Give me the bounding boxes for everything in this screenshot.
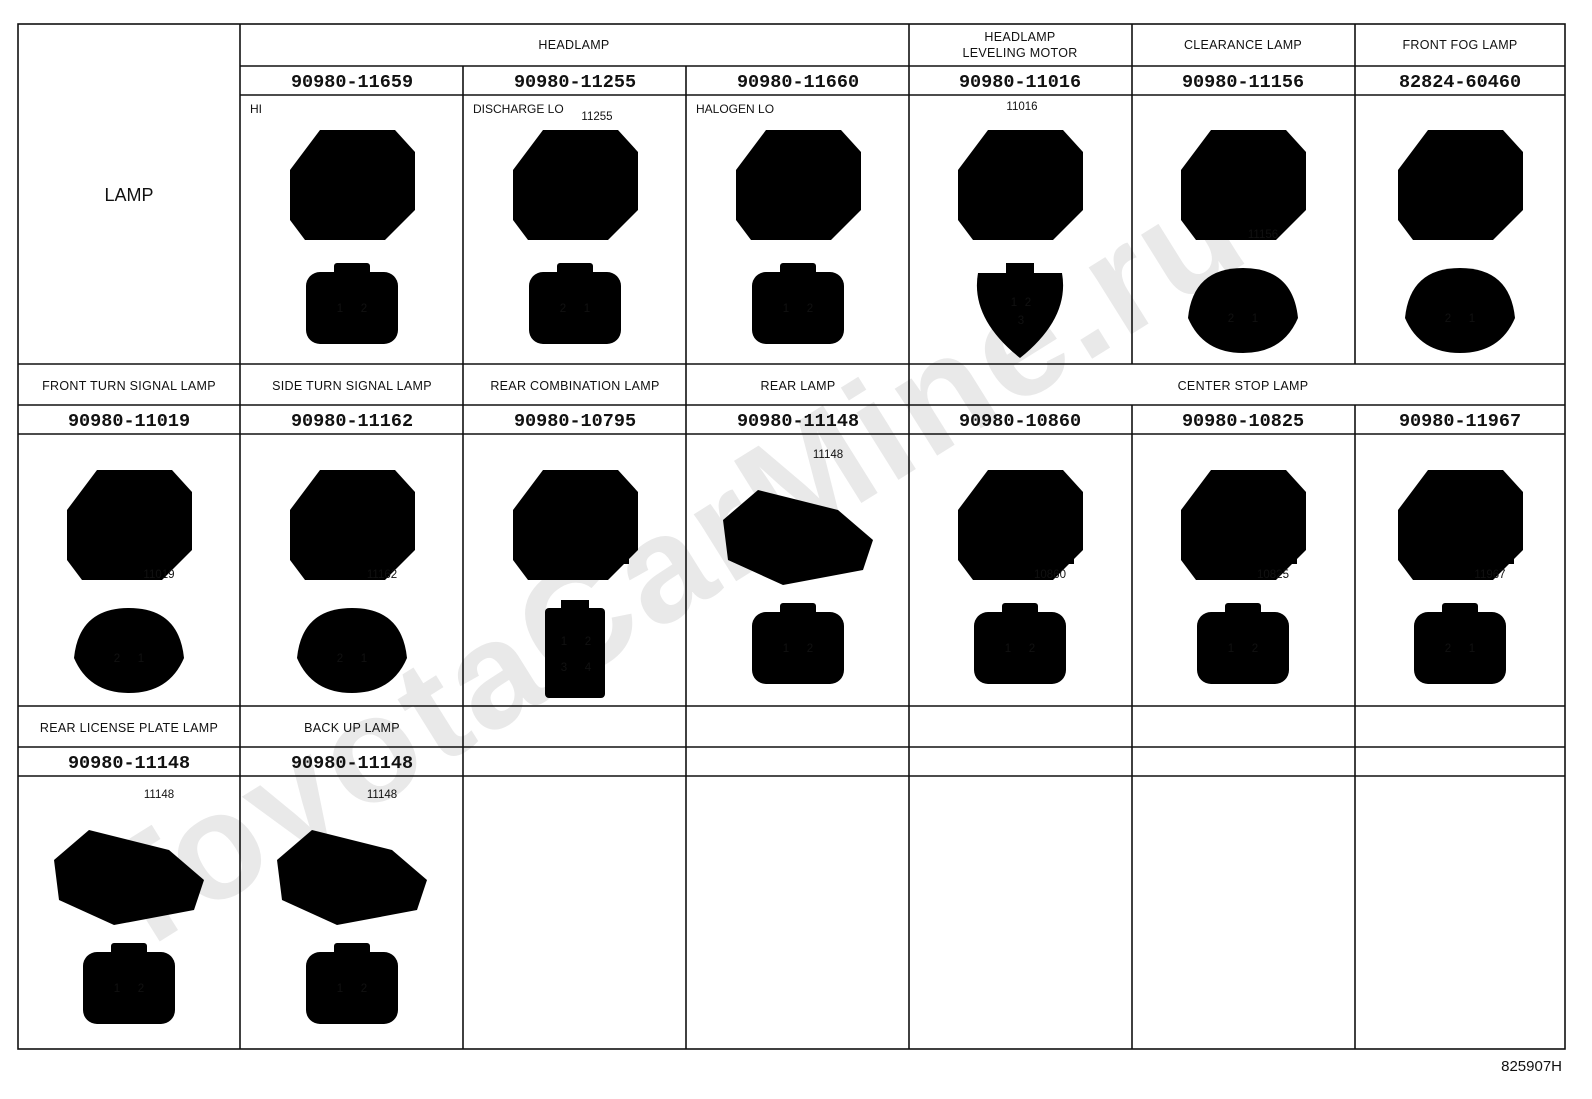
callout-label: 10860	[1034, 569, 1066, 581]
part-number: 90980-10825	[1182, 411, 1304, 432]
callout-label: 11255	[581, 111, 612, 123]
svg-text:1: 1	[1252, 313, 1258, 325]
part-number: 90980-11019	[68, 411, 190, 432]
part-number: 90980-11148	[68, 753, 190, 774]
callout-label: 11148	[367, 789, 397, 801]
connector-drawing: 11162 2 1	[290, 470, 415, 693]
part-number: 90980-11255	[514, 72, 636, 93]
svg-text:1: 1	[337, 303, 343, 315]
svg-text:1: 1	[1469, 313, 1475, 325]
svg-text:2: 2	[585, 636, 591, 648]
svg-text:2: 2	[337, 653, 343, 665]
svg-text:1: 1	[561, 636, 567, 648]
connector-drawing: 11019 2 1	[67, 470, 192, 693]
connector-drawing: 11255 2 1	[513, 111, 638, 360]
connector-drawing: 1 2 3 4	[513, 470, 638, 698]
svg-text:3: 3	[1018, 315, 1024, 327]
part-number: 90980-11659	[291, 72, 413, 93]
svg-text:4: 4	[585, 662, 592, 674]
connector-drawing: 10825 1 2	[1181, 470, 1306, 700]
lamp-name-rear-license-plate: REAR LICENSE PLATE LAMP	[40, 721, 218, 735]
part-number: 90980-11162	[291, 411, 413, 432]
connector-drawing: 11148 1 2	[54, 789, 204, 1040]
svg-text:2: 2	[1228, 313, 1234, 325]
lamp-name-rear-combination: REAR COMBINATION LAMP	[490, 379, 659, 393]
svg-text:2: 2	[560, 303, 566, 315]
svg-text:2: 2	[1445, 643, 1451, 655]
svg-text:2: 2	[807, 303, 813, 315]
svg-text:2: 2	[1029, 643, 1035, 655]
lamp-name-clearance: CLEARANCE LAMP	[1184, 38, 1302, 52]
callout-label: 11162	[367, 569, 397, 581]
callout-label: 11156	[1248, 229, 1278, 241]
connector-drawing: 11148 1 2	[277, 789, 427, 1040]
part-number: 90980-11148	[737, 411, 859, 432]
svg-text:1: 1	[1469, 643, 1475, 655]
lamp-name-front-turn-signal: FRONT TURN SIGNAL LAMP	[42, 379, 216, 393]
callout-label: 11148	[813, 449, 843, 461]
svg-text:1: 1	[1228, 643, 1234, 655]
part-number: 90980-10795	[514, 411, 636, 432]
callout-label: 11019	[143, 569, 174, 581]
svg-text:1: 1	[1011, 297, 1017, 309]
table-grid	[17, 23, 1566, 1050]
variant-tag: DISCHARGE LO	[473, 102, 564, 116]
part-number: 90980-11967	[1399, 411, 1521, 432]
svg-text:2: 2	[1025, 297, 1031, 309]
callout-label: 11016	[1006, 101, 1037, 113]
svg-text:2: 2	[361, 303, 367, 315]
svg-text:2: 2	[114, 653, 120, 665]
connector-drawing: 11156 2 1	[1181, 130, 1306, 353]
lamp-name-headlamp: HEADLAMP	[538, 38, 609, 52]
lamp-name-back-up: BACK UP LAMP	[304, 721, 400, 735]
connector-drawing: 11967 2 1	[1398, 470, 1523, 700]
svg-text:1: 1	[138, 653, 144, 665]
part-number: 90980-11660	[737, 72, 859, 93]
callout-label: 11148	[144, 789, 174, 801]
part-number: 90980-11148	[291, 753, 413, 774]
part-number: 90980-10860	[959, 411, 1081, 432]
lamp-name-rear: REAR LAMP	[761, 379, 836, 393]
lamp-name-center-stop: CENTER STOP LAMP	[1178, 379, 1309, 393]
variant-tag: HI	[250, 102, 262, 116]
part-number: 90980-11016	[959, 72, 1081, 93]
svg-text:1: 1	[337, 983, 343, 995]
lamp-column-label: LAMP	[104, 185, 153, 205]
svg-text:3: 3	[561, 662, 567, 674]
part-number: 90980-11156	[1182, 72, 1304, 93]
lamp-name-front-fog: FRONT FOG LAMP	[1402, 38, 1517, 52]
svg-text:2: 2	[1445, 313, 1451, 325]
drawing-code: 825907H	[1501, 1058, 1562, 1075]
lamp-name-side-turn-signal: SIDE TURN SIGNAL LAMP	[272, 379, 432, 393]
svg-text:2: 2	[1252, 643, 1258, 655]
variant-tag: HALOGEN LO	[696, 102, 774, 116]
svg-text:2: 2	[361, 983, 367, 995]
svg-text:1: 1	[783, 643, 789, 655]
callout-label: 11967	[1474, 569, 1505, 581]
svg-text:1: 1	[783, 303, 789, 315]
svg-text:1: 1	[584, 303, 590, 315]
svg-text:1: 1	[114, 983, 120, 995]
connector-drawing: 11148 1 2	[723, 449, 873, 700]
callout-label: 10825	[1257, 569, 1289, 581]
svg-text:2: 2	[138, 983, 144, 995]
connector-drawing: 10860 1 2	[958, 470, 1083, 700]
svg-text:1: 1	[1005, 643, 1011, 655]
svg-text:1: 1	[361, 653, 367, 665]
part-number: 82824-60460	[1399, 72, 1521, 93]
svg-text:2: 2	[807, 643, 813, 655]
